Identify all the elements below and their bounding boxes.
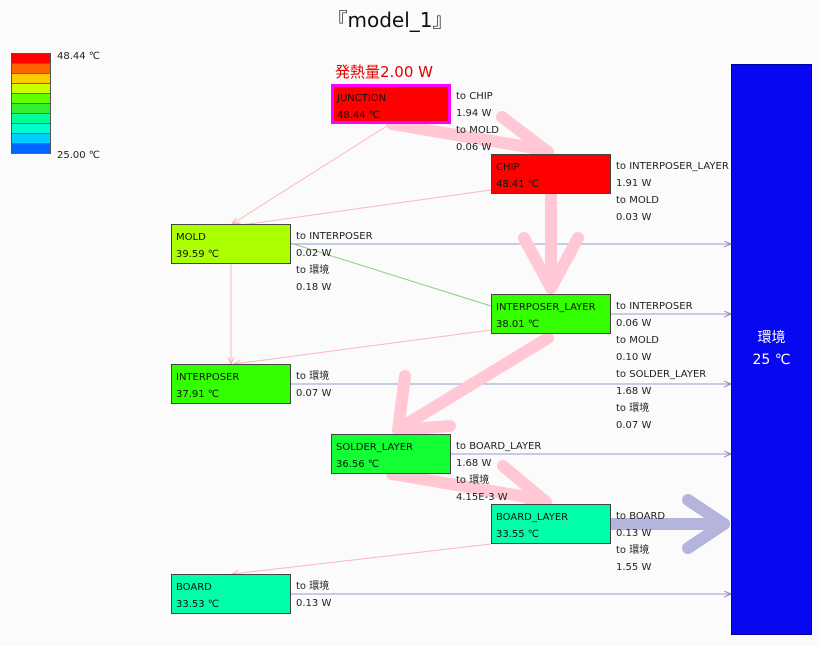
flow-value: 1.68 W (456, 458, 492, 469)
flow-value: 1.68 W (616, 386, 652, 397)
flow-target: to 環境 (456, 475, 490, 486)
node-name: INTERPOSER_LAYER (496, 302, 596, 313)
flow-value: 0.10 W (616, 352, 652, 363)
node-interposer[interactable]: INTERPOSER 37.91 ℃ (171, 364, 291, 404)
node-mold[interactable]: MOLD 39.59 ℃ (171, 224, 291, 264)
flow-target: to 環境 (296, 581, 330, 592)
legend-min: 25.00 ℃ (57, 150, 101, 161)
flow-list-interposer: to 環境 0.07 W (296, 368, 331, 402)
environment-name: 環境 (757, 330, 786, 346)
flow-target: to INTERPOSER (616, 301, 693, 312)
environment-temp: 25 ℃ (752, 352, 791, 368)
node-temp: 37.91 ℃ (176, 389, 220, 400)
flow-list-board-layer: to BOARD 0.13 W to 環境 1.55 W (616, 508, 665, 576)
legend-swatch (12, 124, 50, 134)
flow-target: to BOARD_LAYER (456, 441, 542, 452)
page-title: 『model_1』 (327, 8, 453, 32)
legend-swatch (12, 54, 50, 64)
legend-swatch (12, 114, 50, 124)
color-legend (11, 53, 51, 154)
flow-target: to MOLD (456, 125, 499, 136)
flow-value: 0.07 W (616, 420, 652, 431)
legend-swatch (12, 64, 50, 74)
flow-value: 0.18 W (296, 282, 332, 293)
legend-swatch (12, 84, 50, 94)
flow-target: to MOLD (616, 335, 659, 346)
node-solder-layer[interactable]: SOLDER_LAYER 36.56 ℃ (331, 434, 451, 474)
interposer-layer-to-solder-arrow (392, 332, 554, 436)
junction-to-mold-line (232, 123, 391, 224)
flow-value: 0.13 W (616, 528, 652, 539)
board-layer-to-env-arrow (605, 494, 730, 554)
node-name: CHIP (496, 162, 520, 173)
flow-target: to 環境 (296, 371, 330, 382)
flow-value: 1.94 W (456, 108, 492, 119)
flow-value: 4.15E-3 W (456, 492, 508, 503)
flow-list-solder-layer: to BOARD_LAYER 1.68 W to 環境 4.15E-3 W (456, 438, 541, 506)
chip-to-interposer-layer-arrow (518, 190, 584, 294)
node-temp: 33.53 ℃ (176, 599, 220, 610)
node-board[interactable]: BOARD 33.53 ℃ (171, 574, 291, 614)
flow-value: 0.07 W (296, 388, 332, 399)
flow-target: to MOLD (616, 195, 659, 206)
node-temp: 48.41 ℃ (496, 179, 540, 190)
legend-swatch (12, 104, 50, 114)
node-name: INTERPOSER (176, 372, 240, 383)
legend-swatch (12, 74, 50, 84)
heat-generation-label: 発熱量2.00 W (335, 63, 433, 81)
legend-swatch (12, 94, 50, 104)
node-name: SOLDER_LAYER (336, 442, 413, 453)
flow-list-interposer-layer: to INTERPOSER 0.06 W to MOLD 0.10 W to SOLDE… (616, 298, 706, 434)
interposer-layer-to-interposer-line (234, 329, 492, 364)
flow-target: to INTERPOSER (296, 231, 373, 242)
board-layer-to-board-line (232, 543, 492, 574)
chip-to-mold-line (234, 189, 492, 226)
flow-value: 0.06 W (456, 142, 492, 153)
flow-value: 0.03 W (616, 212, 652, 223)
flow-target: to BOARD (616, 511, 666, 522)
node-name: JUNCTION (337, 93, 387, 104)
node-junction[interactable]: JUNCTION 48.44 ℃ (331, 84, 451, 124)
node-interposer-layer[interactable]: INTERPOSER_LAYER 38.01 ℃ (491, 294, 611, 334)
node-chip[interactable]: CHIP 48.41 ℃ (491, 154, 611, 194)
flow-target: to INTERPOSER_LAYER (616, 161, 729, 172)
flow-list-junction: to CHIP 1.94 W to MOLD 0.06 W (456, 88, 499, 156)
flow-value: 1.55 W (616, 562, 652, 573)
node-temp: 39.59 ℃ (176, 249, 220, 260)
node-temp: 33.55 ℃ (496, 529, 540, 540)
flow-list-board: to 環境 0.13 W (296, 578, 331, 612)
flow-target: to CHIP (456, 91, 493, 102)
flow-target: to 環境 (296, 265, 330, 276)
flow-target: to SOLDER_LAYER (616, 369, 707, 380)
node-temp: 48.44 ℃ (337, 110, 381, 121)
environment-node[interactable]: 環境 25 ℃ (731, 64, 812, 635)
node-temp: 38.01 ℃ (496, 319, 540, 330)
node-name: MOLD (176, 232, 206, 243)
node-temp: 36.56 ℃ (336, 459, 380, 470)
flow-value: 0.13 W (296, 598, 332, 609)
flow-value: 0.02 W (296, 248, 332, 259)
flow-list-mold: to INTERPOSER 0.02 W to 環境 0.18 W (296, 228, 373, 296)
legend-swatch (12, 144, 50, 154)
flow-value: 0.06 W (616, 318, 652, 329)
node-name: BOARD (176, 582, 212, 593)
flow-target: to 環境 (616, 545, 650, 556)
node-name: BOARD_LAYER (496, 512, 569, 523)
legend-swatch (12, 134, 50, 144)
flow-value: 1.91 W (616, 178, 652, 189)
legend-max: 48.44 ℃ (57, 51, 101, 62)
flow-target: to 環境 (616, 403, 650, 414)
flow-list-chip: to INTERPOSER_LAYER 1.91 W to MOLD 0.03 W (616, 158, 729, 226)
node-board-layer[interactable]: BOARD_LAYER 33.55 ℃ (491, 504, 611, 544)
